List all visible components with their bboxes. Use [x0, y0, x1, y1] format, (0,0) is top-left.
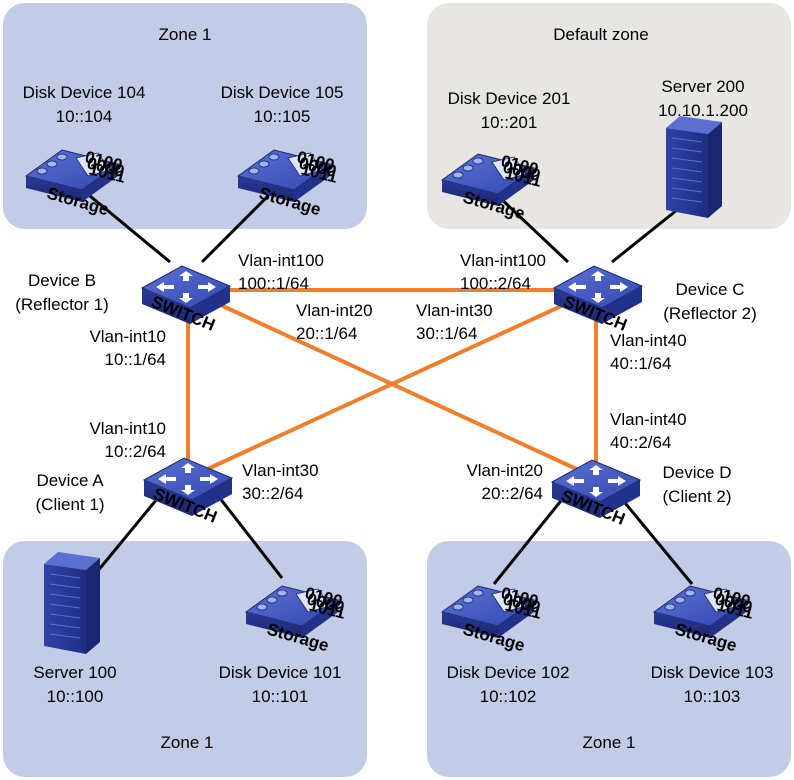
zone-title-top-right: Default zone: [553, 25, 648, 44]
a-vlan30-addr: 30::2/64: [242, 484, 303, 503]
server100-name: Server 100: [33, 663, 116, 682]
c-vlan40-addr: 40::1/64: [610, 354, 671, 373]
link-d-disk102: [492, 491, 570, 585]
c-vlan30-name: Vlan-int30: [416, 301, 493, 320]
device-d-name: Device D: [663, 463, 732, 482]
link-disk201-c: [496, 194, 570, 264]
disk104-addr: 10::104: [56, 107, 113, 126]
c-vlan100-name: Vlan-int100: [460, 251, 546, 270]
server200-name: Server 200: [661, 77, 744, 96]
a-vlan30-name: Vlan-int30: [242, 461, 319, 480]
server-200-icon: [665, 115, 723, 219]
c-vlan40-name: Vlan-int40: [610, 331, 687, 350]
disk105-name: Disk Device 105: [221, 83, 344, 102]
b-vlan10-addr: 10::1/64: [105, 350, 166, 369]
disk102-addr: 10::102: [480, 687, 537, 706]
d-vlan20-name: Vlan-int20: [466, 461, 543, 480]
device-d-role: (Client 2): [663, 487, 732, 506]
b-vlan100-name: Vlan-int100: [238, 251, 324, 270]
disk201-name: Disk Device 201: [448, 89, 571, 108]
access-links: [89, 194, 694, 585]
b-vlan100-addr: 100::1/64: [238, 274, 309, 293]
disk102-name: Disk Device 102: [447, 663, 570, 682]
disk201-addr: 10::201: [481, 113, 538, 132]
c-vlan30-addr: 30::1/64: [416, 324, 477, 343]
disk101-name: Disk Device 101: [219, 663, 342, 682]
disk101-addr: 10::101: [252, 687, 309, 706]
link-d-disk103: [614, 491, 694, 585]
c-vlan100-addr: 100::2/64: [460, 274, 531, 293]
disk105-addr: 10::105: [254, 107, 311, 126]
device-c-role: (Reflector 2): [663, 304, 757, 323]
server100-addr: 10::100: [47, 687, 104, 706]
d-vlan40-name: Vlan-int40: [610, 410, 687, 429]
disk103-name: Disk Device 103: [651, 663, 774, 682]
link-a-server100: [90, 487, 168, 579]
server200-addr: 10.10.1.200: [658, 101, 748, 120]
device-a-switch-icon: SWITCH: [143, 457, 233, 527]
device-b-role: (Reflector 1): [15, 295, 109, 314]
device-a-name: Device A: [36, 471, 104, 490]
device-a-role: (Client 1): [36, 495, 105, 514]
disk104-name: Disk Device 104: [23, 83, 146, 102]
device-b-name: Device B: [28, 271, 96, 290]
d-vlan40-addr: 40::2/64: [610, 433, 671, 452]
link-server200-c: [611, 204, 683, 264]
a-vlan10-name: Vlan-int10: [89, 419, 166, 438]
d-vlan20-addr: 20::2/64: [482, 484, 543, 503]
zone-title-top-left: Zone 1: [159, 25, 212, 44]
server-100-icon: [43, 551, 101, 655]
link-a-disk101: [210, 487, 284, 579]
device-c-name: Device C: [676, 280, 745, 299]
a-vlan10-addr: 10::2/64: [105, 442, 166, 461]
device-d-switch-icon: SWITCH: [551, 459, 641, 529]
disk-device-102-icon: Storage 0100 0000 1011: [441, 583, 543, 655]
vlan-links: [186, 288, 598, 480]
b-vlan10-name: Vlan-int10: [89, 327, 166, 346]
disk103-addr: 10::103: [684, 687, 741, 706]
b-vlan20-name: Vlan-int20: [296, 301, 373, 320]
zone-title-bottom-left: Zone 1: [161, 733, 214, 752]
link-c-a-vlan30: [187, 288, 597, 480]
zone-title-bottom-right: Zone 1: [583, 733, 636, 752]
link-disk105-b: [200, 194, 270, 264]
device-c-switch-icon: SWITCH: [553, 265, 643, 335]
link-disk104-b: [89, 194, 171, 264]
device-b-switch-icon: SWITCH: [141, 265, 231, 335]
b-vlan20-addr: 20::1/64: [296, 324, 357, 343]
